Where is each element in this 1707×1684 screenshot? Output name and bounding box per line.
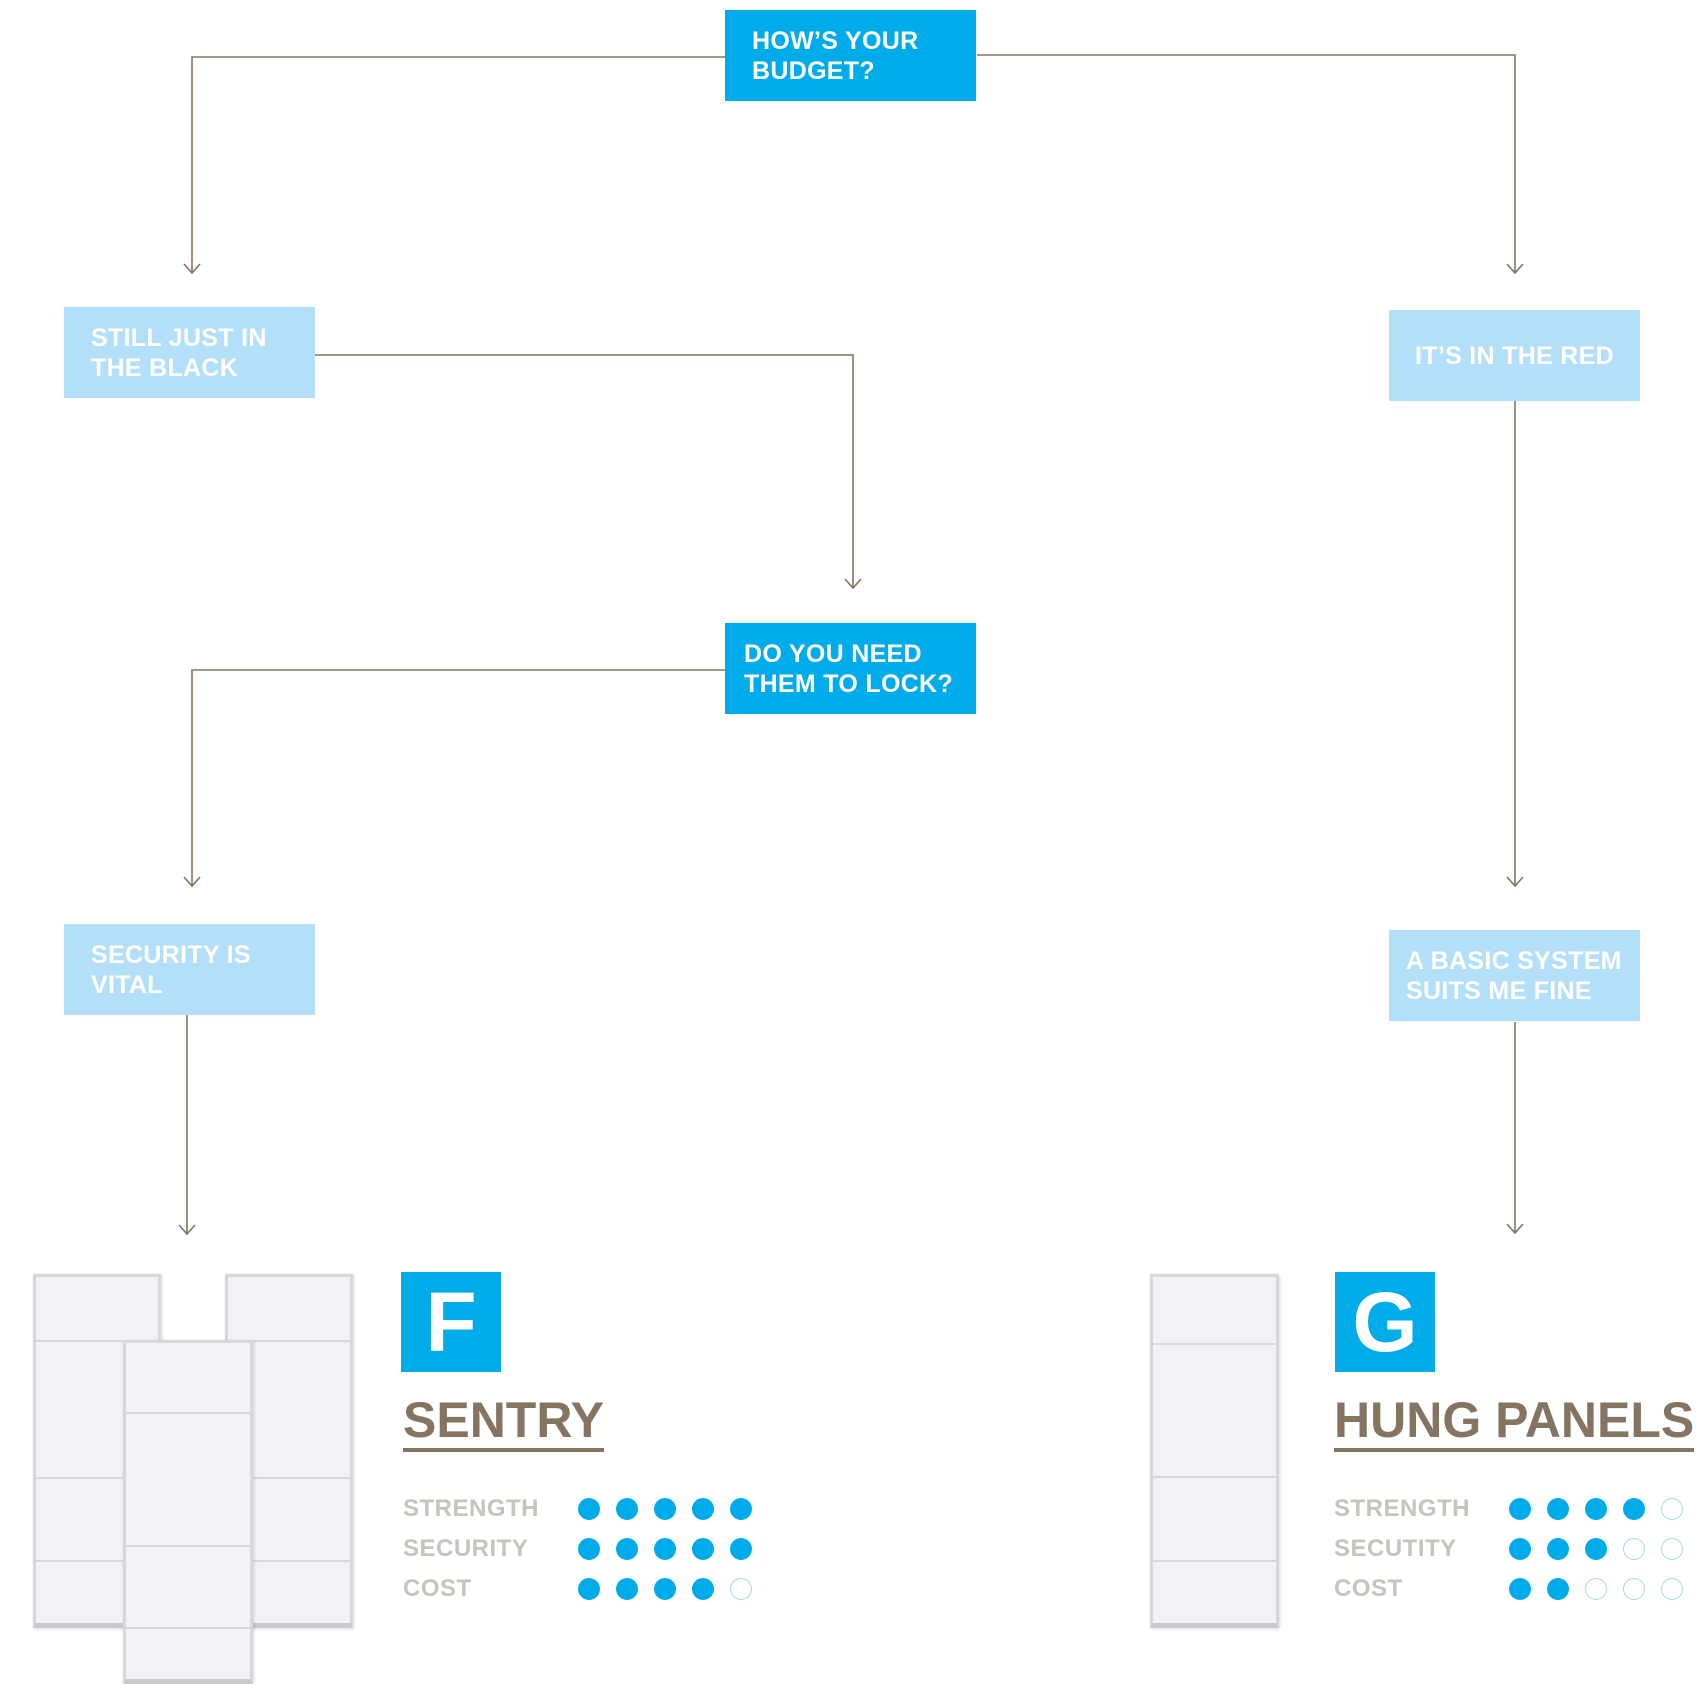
hung-panel-image: [1150, 1274, 1279, 1628]
rating-dot-filled: [730, 1538, 752, 1560]
rating-dots: [1509, 1538, 1699, 1560]
product-g-rating-strength: STRENGTH: [1334, 1492, 1699, 1526]
black-answer-node: STILL JUST IN THE BLACK: [64, 307, 315, 398]
connector-lock-to-security: [191, 669, 726, 885]
rating-label: COST: [403, 1575, 472, 1602]
rating-dot-filled: [1509, 1498, 1531, 1520]
rating-dot-filled: [578, 1498, 600, 1520]
lock-question-text: DO YOU NEED THEM TO LOCK?: [744, 639, 953, 698]
red-answer-text: IT’S IN THE RED: [1415, 341, 1614, 370]
rating-dot-filled: [578, 1538, 600, 1560]
arrowhead-hung: [1506, 1223, 1524, 1235]
rating-label: SECUTITY: [1334, 1535, 1457, 1562]
connector-black-to-lock: [314, 354, 854, 587]
product-f-name: SENTRY: [403, 1392, 604, 1452]
arrowhead-black: [183, 263, 201, 275]
rating-dot-empty: [730, 1578, 752, 1600]
product-f-rating-strength: STRENGTH: [403, 1492, 768, 1526]
rating-dots: [1509, 1498, 1699, 1520]
rating-dot-filled: [1623, 1498, 1645, 1520]
product-f-rating-cost: COST: [403, 1572, 768, 1606]
lock-question-node: DO YOU NEED THEM TO LOCK?: [725, 623, 976, 714]
rating-label: STRENGTH: [403, 1495, 539, 1522]
rating-label: STRENGTH: [1334, 1495, 1470, 1522]
rating-dot-filled: [1547, 1578, 1569, 1600]
rating-dot-filled: [692, 1538, 714, 1560]
rating-dot-filled: [654, 1498, 676, 1520]
product-g-rating-cost: COST: [1334, 1572, 1699, 1606]
rating-dot-filled: [616, 1538, 638, 1560]
rating-dot-filled: [1547, 1498, 1569, 1520]
rating-dot-filled: [654, 1578, 676, 1600]
budget-question-node: HOW’S YOUR BUDGET?: [725, 10, 976, 101]
rating-dots: [578, 1578, 768, 1600]
rating-dot-filled: [692, 1498, 714, 1520]
connector-budget-to-red: [977, 54, 1516, 272]
rating-dot-empty: [1585, 1578, 1607, 1600]
connector-budget-to-black: [191, 56, 726, 272]
product-f-badge: F: [401, 1272, 501, 1372]
rating-dot-filled: [1585, 1498, 1607, 1520]
rating-dot-filled: [1509, 1538, 1531, 1560]
basic-answer-node: A BASIC SYSTEM SUITS ME FINE: [1389, 930, 1640, 1021]
rating-dot-empty: [1661, 1498, 1683, 1520]
rating-dot-empty: [1623, 1538, 1645, 1560]
rating-dot-empty: [1661, 1578, 1683, 1600]
rating-dot-filled: [616, 1578, 638, 1600]
product-f-rating-security: SECURITY: [403, 1532, 768, 1566]
rating-dot-filled: [730, 1498, 752, 1520]
rating-dot-filled: [578, 1578, 600, 1600]
arrowhead-red: [1506, 263, 1524, 275]
rating-dot-filled: [1585, 1538, 1607, 1560]
rating-dots: [578, 1538, 768, 1560]
rating-dot-empty: [1661, 1538, 1683, 1560]
rating-dot-filled: [1509, 1578, 1531, 1600]
black-answer-text: STILL JUST IN THE BLACK: [91, 323, 267, 382]
arrowhead-lock: [844, 578, 862, 590]
red-answer-node: IT’S IN THE RED: [1389, 310, 1640, 401]
rating-dot-filled: [654, 1538, 676, 1560]
rating-dot-filled: [616, 1498, 638, 1520]
rating-dot-filled: [1547, 1538, 1569, 1560]
arrowhead-security: [183, 876, 201, 888]
arrowhead-basic: [1506, 876, 1524, 888]
rating-dots: [1509, 1578, 1699, 1600]
product-g-letter: G: [1352, 1275, 1418, 1369]
rating-dots: [578, 1498, 768, 1520]
product-g-name: HUNG PANELS: [1334, 1392, 1695, 1452]
budget-question-text: HOW’S YOUR BUDGET?: [752, 26, 919, 85]
product-g-badge: G: [1335, 1272, 1435, 1372]
security-answer-text: SECURITY IS VITAL: [91, 940, 251, 999]
product-g-rating-security: SECUTITY: [1334, 1532, 1699, 1566]
rating-dot-filled: [692, 1578, 714, 1600]
product-f-letter: F: [425, 1275, 477, 1369]
rating-dot-empty: [1623, 1578, 1645, 1600]
sentry-panel-front: [123, 1340, 253, 1684]
basic-answer-text: A BASIC SYSTEM SUITS ME FINE: [1406, 946, 1622, 1005]
rating-label: COST: [1334, 1575, 1403, 1602]
security-answer-node: SECURITY IS VITAL: [64, 924, 315, 1015]
arrowhead-sentry: [178, 1224, 196, 1236]
rating-label: SECURITY: [403, 1535, 529, 1562]
